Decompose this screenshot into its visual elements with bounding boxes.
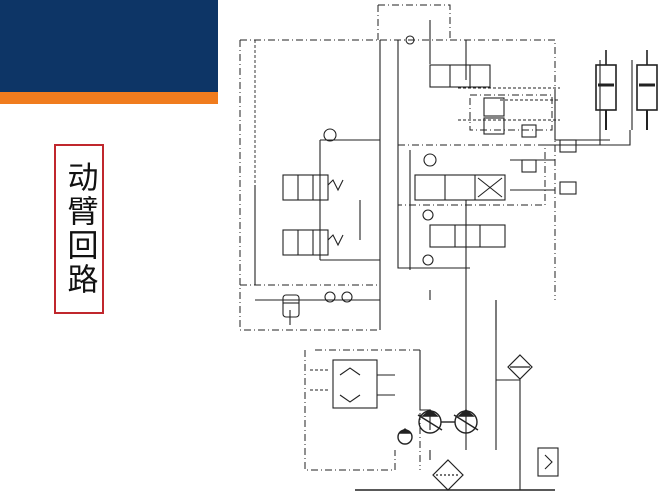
slide-header-stripe	[0, 92, 218, 104]
valve-left	[282, 174, 344, 256]
pilot-lines	[254, 40, 560, 391]
pilot-valve	[332, 359, 395, 409]
main-lines	[254, 20, 633, 491]
pilot-blocks	[483, 97, 577, 195]
main-pumps	[417, 409, 479, 434]
slide-header-banner	[0, 0, 218, 92]
pilot-pump	[397, 428, 413, 445]
check-valves	[323, 35, 437, 303]
boom-cylinders	[595, 50, 658, 130]
accumulator	[282, 294, 300, 318]
slide-title-box: 动臂回路	[54, 144, 104, 314]
relief-valve	[537, 447, 559, 477]
slide-title: 动臂回路	[61, 161, 98, 297]
valve-center	[414, 64, 506, 248]
